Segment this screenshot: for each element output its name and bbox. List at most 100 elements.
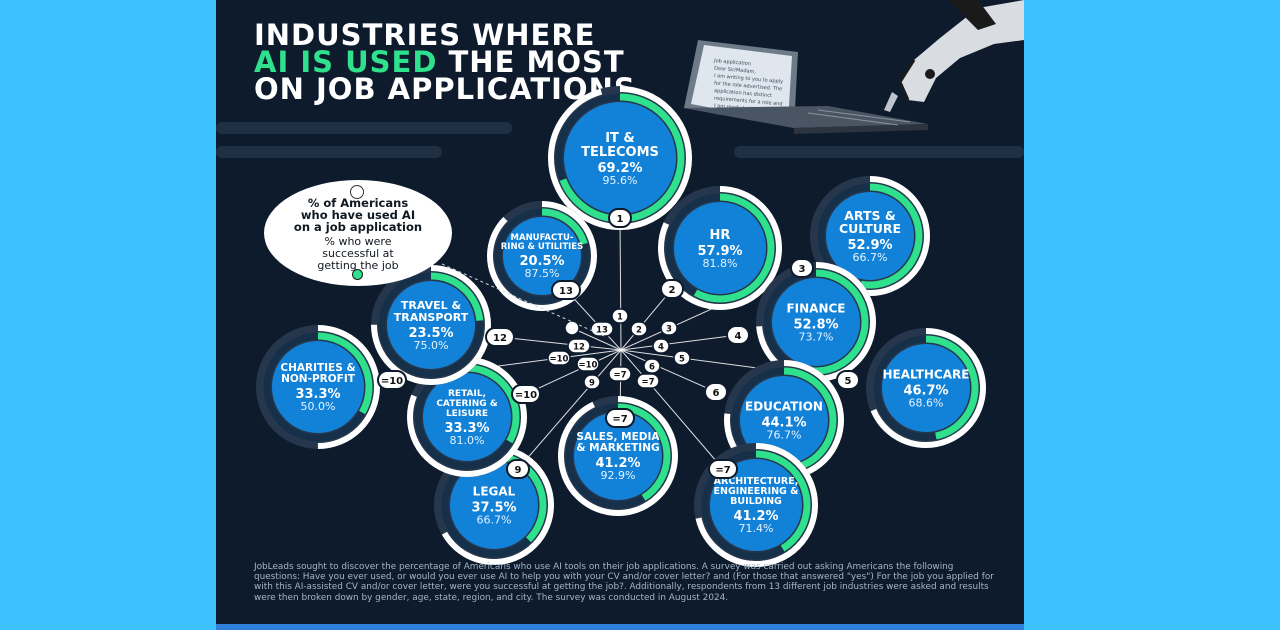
rank-badge: 2 xyxy=(660,279,684,299)
svg-text:2: 2 xyxy=(636,326,642,336)
laptop-screen-line: application has distinct xyxy=(714,88,772,99)
svg-text:1: 1 xyxy=(617,214,624,225)
industry-label: RING & UTILITIES xyxy=(501,242,583,252)
decor-stripe xyxy=(216,122,512,134)
hub-rank-badge: 1 xyxy=(611,308,629,324)
title-line-3: ON JOB APPLICATIONS xyxy=(254,72,636,106)
bubble-fill xyxy=(574,412,662,500)
bubble-fill xyxy=(564,102,676,214)
industry-label: & MARKETING xyxy=(576,442,659,454)
title-line-1: INDUSTRIES WHERE xyxy=(254,18,596,52)
svg-text:=10: =10 xyxy=(550,355,569,365)
bubble-fill xyxy=(826,192,914,280)
bubble-fill xyxy=(772,278,860,366)
connector-line xyxy=(619,217,622,351)
laptop-screen-line: Dear Sir/Madam, xyxy=(714,66,757,76)
used-percent: 69.2% xyxy=(597,161,642,176)
rank-badge: 1 xyxy=(608,208,632,228)
decor-stripe xyxy=(734,146,1024,158)
used-arc xyxy=(873,335,979,441)
industry-label: MANUFACTU- xyxy=(511,233,574,243)
svg-text:4: 4 xyxy=(658,343,664,353)
industry-label: TRANSPORT xyxy=(394,311,469,324)
svg-text:13: 13 xyxy=(559,286,573,297)
rank-badge: =10 xyxy=(511,384,541,404)
svg-text:6: 6 xyxy=(713,388,720,399)
connector-line xyxy=(565,289,622,351)
rank-badge: 12 xyxy=(485,327,515,347)
used-arc xyxy=(817,183,923,289)
bubble-fill xyxy=(882,344,970,432)
industry-label: ARTS & xyxy=(844,208,896,223)
rank-badge: =10 xyxy=(377,370,407,390)
success-arc xyxy=(658,186,782,310)
bubble-fill xyxy=(503,217,581,295)
used-arc xyxy=(494,208,590,304)
used-percent: 33.3% xyxy=(295,387,340,402)
success-percent: 66.7% xyxy=(853,251,888,264)
svg-text:=10: =10 xyxy=(515,390,537,401)
used-percent: 33.3% xyxy=(444,421,489,436)
svg-text:1: 1 xyxy=(617,313,623,323)
hub-rank-badge: =10 xyxy=(576,356,600,372)
bubble-fill xyxy=(740,376,828,464)
bottom-accent-bar xyxy=(216,624,1024,630)
success-arc xyxy=(810,176,930,296)
hub-rank-badge: 3 xyxy=(660,320,678,336)
svg-text:12: 12 xyxy=(573,343,585,353)
svg-text:5: 5 xyxy=(845,376,852,387)
industry-label: BUILDING xyxy=(730,496,782,507)
used-percent: 46.7% xyxy=(903,384,948,399)
rank-badge: 3 xyxy=(790,258,814,278)
industry-label: CULTURE xyxy=(839,221,901,236)
legend-used-line-1: % of Americans xyxy=(307,196,409,210)
title-highlight: AI IS USED xyxy=(254,45,438,79)
svg-text:=7: =7 xyxy=(641,378,654,388)
success-icon xyxy=(352,269,363,280)
used-arc xyxy=(565,403,671,509)
svg-text:3: 3 xyxy=(799,264,806,275)
svg-text:6: 6 xyxy=(649,363,655,373)
svg-text:12: 12 xyxy=(493,333,507,344)
success-percent: 50.0% xyxy=(301,400,336,413)
industry-label: CHARITIES & xyxy=(280,362,355,374)
bubble-fill xyxy=(674,202,766,294)
bubble-fill xyxy=(710,459,802,551)
industry-label: RETAIL, xyxy=(448,389,486,399)
ai-icon xyxy=(350,185,364,199)
industry-label: LEISURE xyxy=(446,409,488,419)
success-percent: 76.7% xyxy=(767,429,802,442)
industry-label: HEALTHCARE xyxy=(883,368,970,382)
infographic-panel: INDUSTRIES WHERE AI IS USED THE MOST ON … xyxy=(216,0,1024,630)
success-percent: 87.5% xyxy=(525,267,560,280)
used-percent: 52.8% xyxy=(793,318,838,333)
hub-rank-badge: 2 xyxy=(630,321,648,337)
success-arc xyxy=(866,328,986,448)
hub-rank-badge: =7 xyxy=(636,373,660,389)
rank-badge: 13 xyxy=(551,280,581,300)
svg-text:=10: =10 xyxy=(381,376,403,387)
svg-text:5: 5 xyxy=(679,355,685,365)
used-percent: 37.5% xyxy=(471,501,516,516)
industry-label: TRAVEL & xyxy=(401,299,462,312)
laptop-screen-line: for the role advertised. The xyxy=(714,81,783,93)
hub-rank-badge: 6 xyxy=(643,358,661,374)
industry-label: LEGAL xyxy=(473,485,516,499)
legend-used-line-3: on a job application xyxy=(293,220,423,234)
hub-rank-badge: 12 xyxy=(567,338,591,354)
decor-stripe xyxy=(216,146,442,158)
used-arc xyxy=(701,450,811,560)
success-percent: 66.7% xyxy=(477,514,512,527)
success-percent: 92.9% xyxy=(601,469,636,482)
industry-label: CATERING & xyxy=(436,399,497,409)
industry-label: FINANCE xyxy=(786,302,845,316)
connector-line xyxy=(517,349,622,470)
svg-text:=7: =7 xyxy=(613,371,626,381)
legend-success-line-1: % who were xyxy=(324,235,392,248)
